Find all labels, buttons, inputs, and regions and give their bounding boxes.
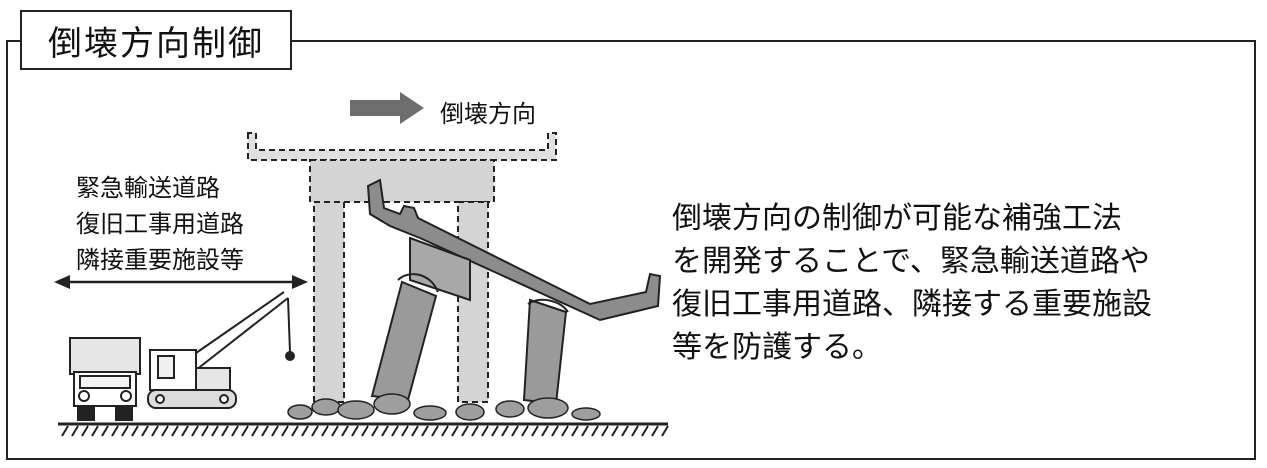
- protected-area-label: 緊急輸送道路 復旧工事用道路 隣接重要施設等: [76, 170, 244, 278]
- collapse-direction-arrow: [350, 92, 424, 124]
- diagram-title-text: 倒壊方向制御: [48, 23, 264, 64]
- fallen-pier: [366, 178, 662, 406]
- diagram-frame: [6, 40, 1256, 460]
- description-line: 等を防護する。: [672, 330, 882, 365]
- description-line: 倒壊方向の制御が可能な補強工法: [672, 201, 1122, 236]
- rubble: [287, 393, 601, 421]
- description-text: 倒壊方向の制御が可能な補強工法 を開発することで、緊急輸送道路や 復旧工事用道路…: [672, 197, 1232, 369]
- diagram-title: 倒壊方向制御: [20, 10, 292, 70]
- label-adjacent-facility: 隣接重要施設等: [76, 246, 244, 274]
- crane-icon: [147, 291, 295, 409]
- description-line: を開発することで、緊急輸送道路や: [672, 244, 1150, 279]
- ground-line: [58, 422, 669, 437]
- description-line: 復旧工事用道路、隣接する重要施設: [672, 287, 1152, 322]
- route-width-arrow: [54, 275, 308, 289]
- label-emergency-road: 緊急輸送道路: [76, 174, 220, 202]
- truck-icon: [69, 337, 141, 421]
- standing-pier: [247, 132, 557, 403]
- label-recovery-road: 復旧工事用道路: [76, 210, 244, 238]
- collapse-direction-label: 倒壊方向: [440, 100, 536, 128]
